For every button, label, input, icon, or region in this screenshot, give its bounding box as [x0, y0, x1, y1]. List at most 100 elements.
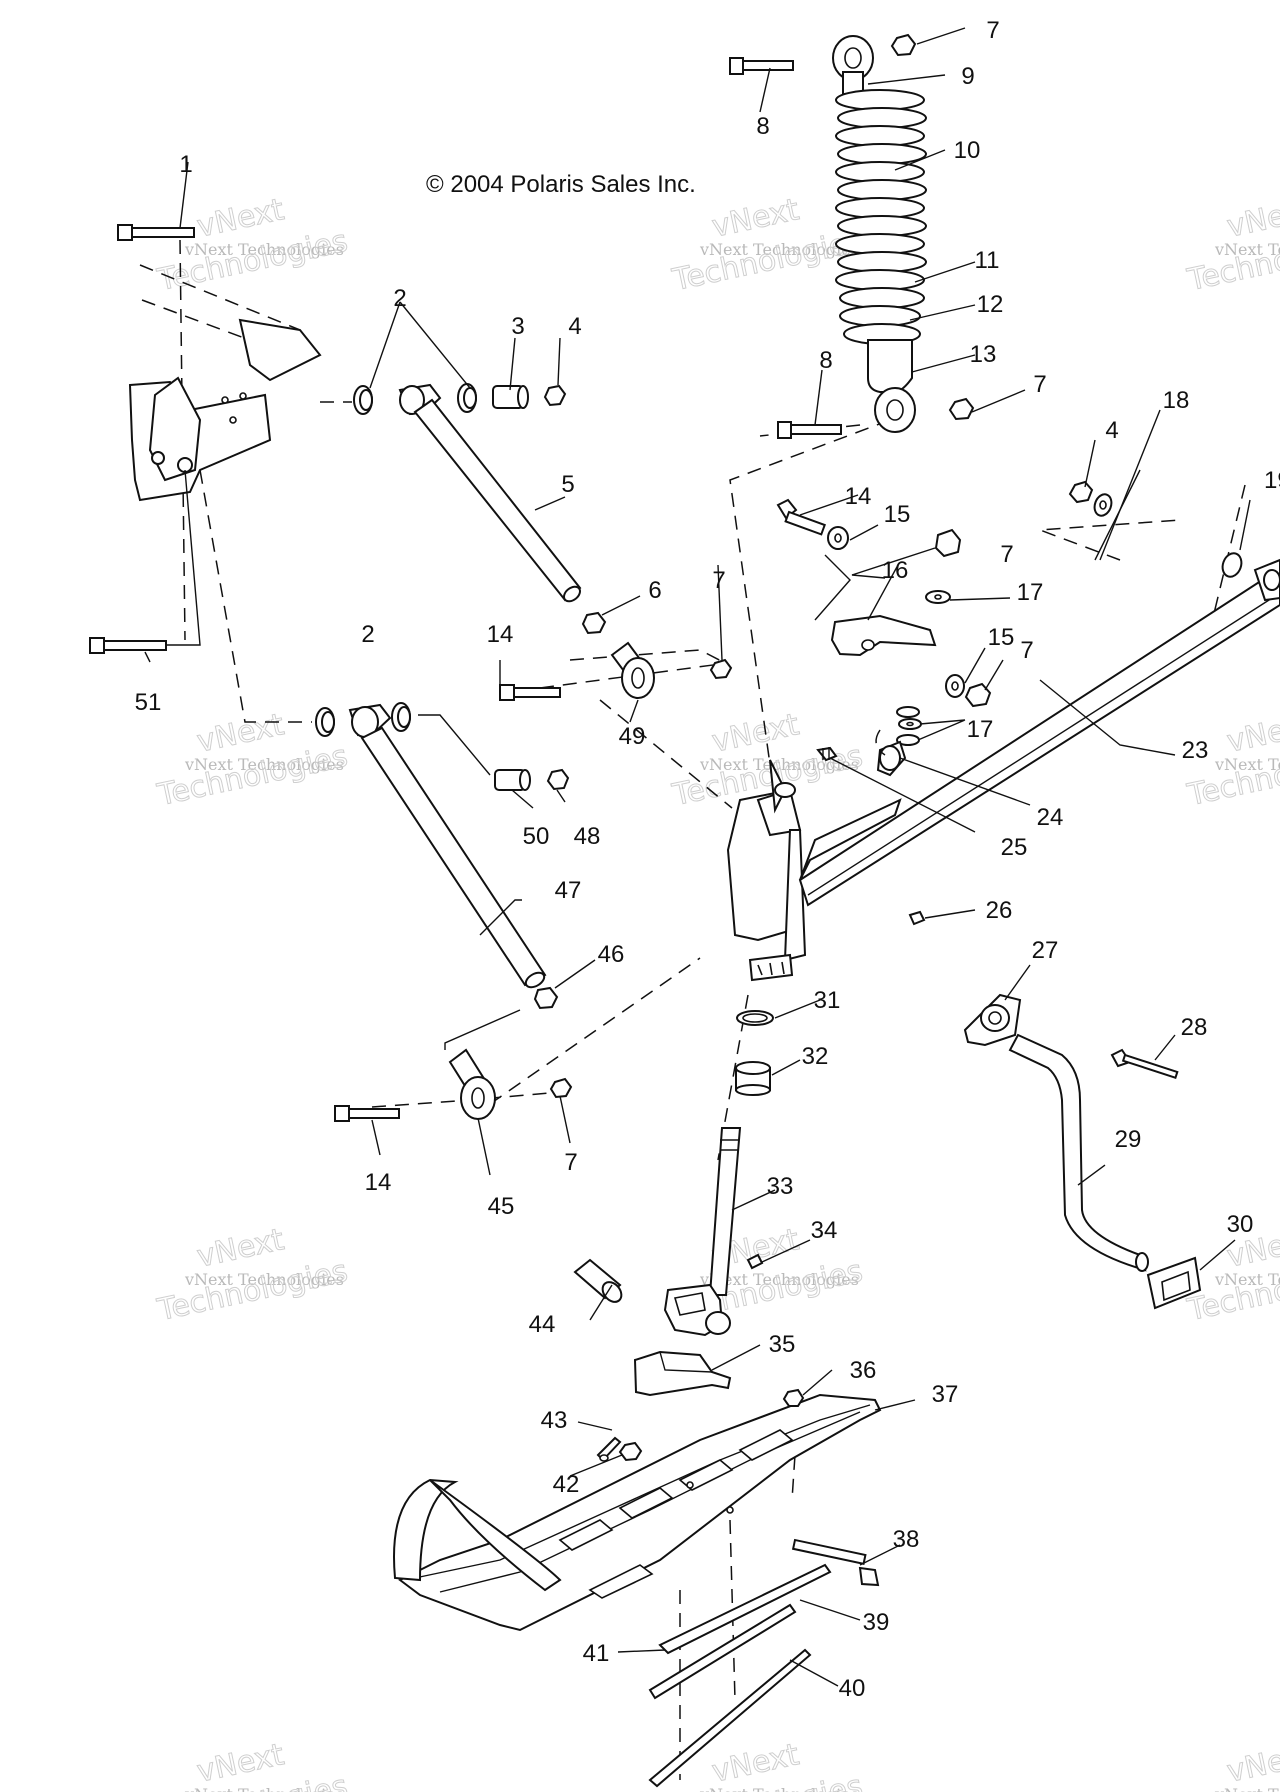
- watermark-text: vNext Technologies: [1214, 240, 1280, 259]
- watermark-text: vNext Technologies: [1214, 755, 1280, 774]
- callout-12: 12: [977, 291, 1004, 318]
- nut-46: [533, 986, 559, 1010]
- callout-44: 44: [529, 1311, 556, 1338]
- watermark-outline-text: vNext: [709, 1737, 802, 1790]
- spring-coil: [837, 251, 927, 273]
- callout-33: 33: [767, 1173, 794, 1200]
- spring-coil: [837, 107, 927, 129]
- callout-6: 6: [648, 577, 661, 604]
- callout-13: 13: [970, 341, 997, 368]
- leader-lines: [144, 27, 1236, 1687]
- spring-coil: [835, 161, 925, 183]
- nut-6: [581, 611, 607, 635]
- watermark-outline-text: Technologies: [154, 1254, 351, 1329]
- callout-16: 16: [882, 557, 909, 584]
- watermark-text: vNext Technologies: [184, 755, 344, 774]
- callout-8-top: 8: [756, 113, 769, 140]
- callout-15-upper: 15: [884, 501, 911, 528]
- watermark-text: vNext Technologies: [1214, 1785, 1280, 1792]
- callout-41: 41: [583, 1640, 610, 1667]
- callout-7-rod-end: 7: [712, 567, 725, 594]
- callout-7-steering: 7: [1000, 541, 1013, 568]
- callout-27: 27: [1032, 937, 1059, 964]
- watermark-outline-text: vNext: [194, 192, 287, 245]
- watermark-outline-text: vNext: [709, 192, 802, 245]
- callout-23: 23: [1182, 737, 1209, 764]
- watermark-outline-text: vNext: [194, 1737, 287, 1790]
- callout-31: 31: [814, 987, 841, 1014]
- spring-coil: [835, 89, 925, 111]
- callout-2-lower: 2: [361, 621, 374, 648]
- callout-11: 11: [975, 247, 1000, 274]
- callout-34: 34: [811, 1217, 838, 1244]
- callout-40: 40: [839, 1675, 866, 1702]
- callout-29: 29: [1115, 1126, 1142, 1153]
- callout-24: 24: [1037, 804, 1064, 831]
- shock-absorber: [729, 33, 975, 439]
- callout-45: 45: [488, 1193, 515, 1220]
- callout-25: 25: [1001, 834, 1028, 861]
- spindle-housing: [726, 759, 807, 982]
- spring-coil: [835, 269, 925, 291]
- callout-7-top: 7: [986, 17, 999, 44]
- callout-14-lower: 14: [365, 1169, 392, 1196]
- callout-47: 47: [555, 877, 582, 904]
- callout-32: 32: [802, 1043, 829, 1070]
- watermark-outline-text: vNext: [1224, 192, 1280, 245]
- callout-49: 49: [619, 723, 646, 750]
- callout-26: 26: [986, 897, 1013, 924]
- callout-42: 42: [553, 1471, 580, 1498]
- watermark-text: vNext Technologies: [699, 240, 859, 259]
- watermark-text: vNext Technologies: [699, 1270, 859, 1289]
- callout-37: 37: [932, 1381, 959, 1408]
- callout-17-upper: 17: [1017, 579, 1044, 606]
- callout-48: 48: [574, 823, 601, 850]
- spring-coil: [835, 197, 925, 219]
- spring-coil: [835, 125, 925, 147]
- spring-coil: [837, 179, 927, 201]
- spring-coil: [837, 143, 927, 165]
- bolt-1: [117, 224, 195, 241]
- callout-2-upper: 2: [393, 285, 406, 312]
- callout-43: 43: [541, 1407, 568, 1434]
- upper-control-arm: [353, 383, 582, 603]
- callout-36: 36: [850, 1357, 877, 1384]
- bolt-51: [89, 469, 201, 654]
- watermark-text: vNext Technologies: [184, 240, 344, 259]
- right-side-hardware: [1068, 469, 1251, 578]
- watermark-text: vNext Technologies: [699, 755, 859, 774]
- callout-39: 39: [863, 1609, 890, 1636]
- grease-fitting-26: [908, 910, 926, 926]
- watermark-outline-text: Technologies: [154, 739, 351, 814]
- ski-handle: [963, 993, 1202, 1310]
- callout-14-upper: 14: [487, 621, 514, 648]
- spring-coil: [837, 215, 927, 237]
- callout-30: 30: [1227, 1211, 1254, 1238]
- callout-35: 35: [769, 1331, 796, 1358]
- rod-end-49: [499, 641, 733, 701]
- callout-4-left: 4: [568, 313, 581, 340]
- ski: [393, 1388, 882, 1788]
- watermark-outline-text: vNext: [1224, 707, 1280, 760]
- steering-arm-hardware: [776, 498, 992, 777]
- callout-3: 3: [511, 313, 524, 340]
- callout-9: 9: [961, 63, 974, 90]
- callout-15-lower: 15: [988, 624, 1015, 651]
- ski-saddle: [633, 1350, 732, 1397]
- callout-18: 18: [1163, 387, 1190, 414]
- assembly-lines: [179, 239, 1246, 1780]
- callout-14-steering: 14: [845, 483, 872, 510]
- callout-10: 10: [954, 137, 981, 164]
- frame-bracket: [128, 264, 322, 502]
- watermark-text: vNext Technologies: [184, 1785, 344, 1792]
- callout-7-steering-lower: 7: [1020, 637, 1033, 664]
- callout-4-right: 4: [1105, 417, 1118, 444]
- callout-5: 5: [561, 471, 574, 498]
- copyright-notice: © 2004 Polaris Sales Inc.: [426, 171, 696, 198]
- watermark-text: vNext Technologies: [699, 1785, 859, 1792]
- callout-7-shock-bottom: 7: [1033, 371, 1046, 398]
- spring-coil: [839, 305, 921, 327]
- callout-19: 19: [1264, 467, 1280, 494]
- spring-coil: [835, 233, 925, 255]
